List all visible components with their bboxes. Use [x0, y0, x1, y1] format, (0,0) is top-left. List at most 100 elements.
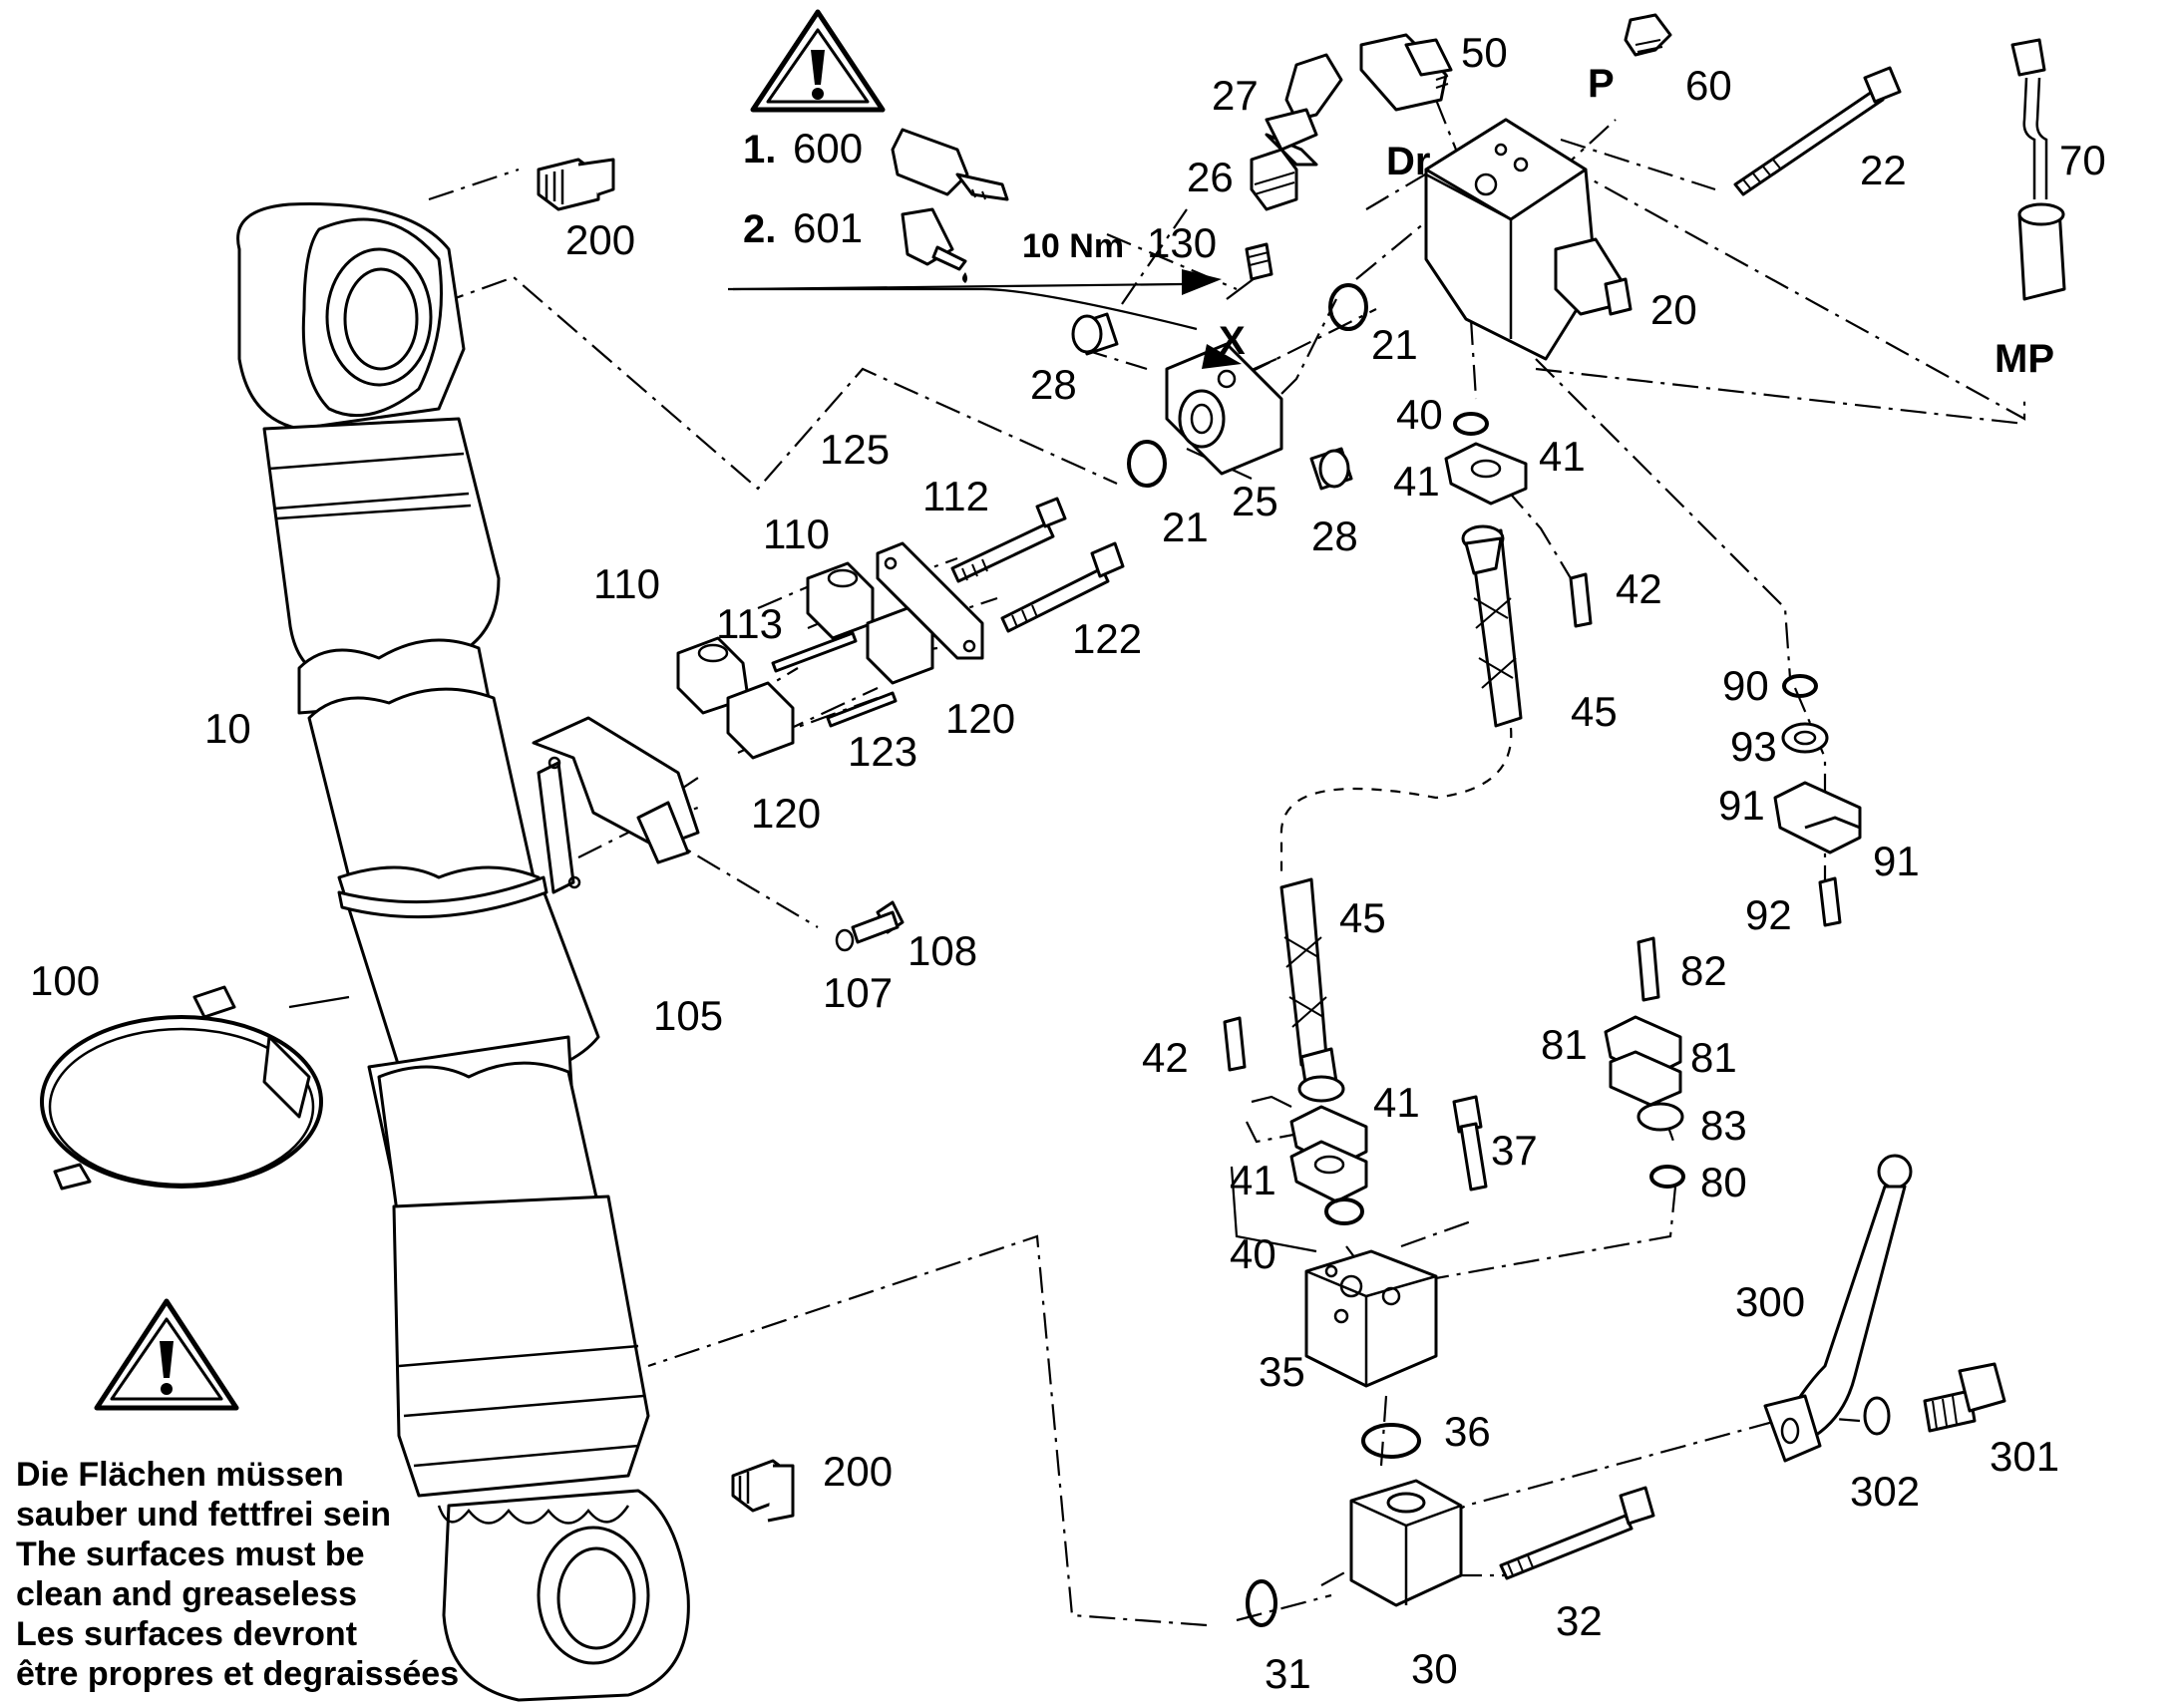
screw-37: [1452, 1095, 1488, 1192]
part-label: 81: [1541, 1021, 1588, 1068]
part-label: 105: [653, 992, 723, 1039]
step-1-part: 600: [793, 125, 863, 171]
torque-label: 10 Nm: [1022, 227, 1124, 265]
split-flange-41-lower: [1289, 1105, 1368, 1203]
screw-108-washer-107: [835, 900, 905, 952]
part-label: 80: [1700, 1159, 1747, 1205]
part-label: 302: [1850, 1468, 1920, 1515]
part-label: 92: [1745, 891, 1792, 938]
part-label: 35: [1259, 1348, 1305, 1395]
port-parts-90-93: [1773, 674, 1862, 927]
part-label: 91: [1873, 838, 1920, 884]
part-label: 200: [565, 216, 635, 263]
lever-300: [1763, 1154, 1913, 1463]
part-label: 10: [204, 705, 251, 752]
part-label: 112: [922, 473, 989, 519]
pins-113-123: [771, 631, 898, 728]
step-2-number: 2.: [743, 207, 776, 251]
part-label: 40: [1230, 1230, 1276, 1277]
step-2-part: 601: [793, 204, 863, 251]
glue-tube-icon: [891, 128, 1009, 201]
part-label: 125: [820, 426, 890, 473]
step-1-number: 1.: [743, 128, 776, 171]
warning-triangle-icon: [750, 9, 886, 113]
check-valve-50: [1359, 33, 1453, 112]
elbow-27: [1265, 53, 1343, 167]
bracket-105: [532, 716, 700, 894]
part-label: 70: [2059, 137, 2106, 183]
part-label: 42: [1142, 1034, 1189, 1081]
note-line-fr-2: être propres et degraissées: [16, 1655, 459, 1693]
part-label: 120: [945, 695, 1015, 742]
part-label: 26: [1187, 154, 1234, 200]
part-label: 20: [1650, 286, 1697, 333]
part-label: 93: [1730, 723, 1777, 770]
part-number-labels: 10 20 21 21 22 25 26 27 28 28 30 31 32 3…: [30, 29, 2106, 1697]
washer-302: [1863, 1396, 1891, 1436]
glue-bottle-icon: [901, 207, 967, 283]
note-line-fr-1: Les surfaces devront: [16, 1615, 357, 1653]
part-label: 108: [908, 927, 977, 974]
warning-top-text: 1. 600 2. 601 10 Nm: [743, 125, 1124, 265]
o-ring-31: [1246, 1579, 1277, 1627]
manifold-35: [1304, 1249, 1438, 1388]
part-label: 82: [1680, 947, 1727, 994]
part-label: 120: [751, 790, 821, 837]
bolt-22: [1733, 66, 1902, 196]
hose-45-lower: [1279, 877, 1345, 1103]
part-label: 40: [1396, 391, 1443, 438]
part-label: 21: [1162, 504, 1209, 550]
part-label: 110: [763, 511, 830, 557]
pressure-sensor-70: [2010, 38, 2066, 301]
part-label: 83: [1700, 1102, 1747, 1149]
plug-28: [1071, 312, 1353, 491]
adapter-26: [1250, 148, 1298, 211]
part-label: 91: [1718, 782, 1765, 829]
strap-clamp-100: [40, 985, 323, 1191]
part-label: 123: [848, 728, 917, 775]
o-ring-36: [1361, 1423, 1421, 1459]
bolt-301: [1923, 1362, 2006, 1433]
port-parts-80-83: [1604, 936, 1685, 1189]
part-label: 110: [593, 560, 660, 607]
port-x-label: X: [1219, 319, 1246, 363]
part-label: 130: [1147, 219, 1217, 266]
part-label: 37: [1491, 1127, 1538, 1174]
seal-rings-21: [1127, 283, 1368, 488]
note-line-de-1: Die Flächen müssen: [16, 1456, 344, 1494]
bolts-112-122: [950, 497, 1125, 633]
manifold-30: [1349, 1479, 1463, 1607]
fitting-200-top: [537, 158, 615, 211]
part-label: 42: [1616, 565, 1662, 612]
part-label: 50: [1461, 29, 1508, 76]
fitting-200-bottom: [731, 1459, 795, 1523]
part-label: 41: [1373, 1079, 1420, 1126]
clamp-blocks-110: [676, 561, 934, 760]
part-label: 32: [1556, 1597, 1603, 1644]
note-line-de-2: sauber und fettfrei sein: [16, 1496, 391, 1534]
part-label: 31: [1265, 1650, 1311, 1697]
note-line-en-2: clean and greaseless: [16, 1575, 357, 1613]
part-label: 27: [1212, 72, 1259, 119]
part-label: 22: [1860, 147, 1907, 193]
part-label: 30: [1411, 1645, 1458, 1692]
part-label: 60: [1685, 62, 1732, 109]
hydraulic-cylinder: [236, 202, 690, 1702]
part-label: 100: [30, 957, 100, 1004]
fitting-60: [1624, 13, 1672, 57]
bracket-125: [876, 541, 984, 660]
part-label: 28: [1311, 512, 1358, 559]
split-flange-41-upper: [1444, 442, 1528, 506]
part-label: 113: [716, 600, 783, 647]
screws-42: [1223, 572, 1593, 1072]
hose-45-upper: [1461, 524, 1523, 728]
port-dr-label: Dr: [1386, 140, 1430, 183]
part-label: 25: [1232, 478, 1278, 524]
fitting-130: [1245, 242, 1273, 281]
surface-note: Die Flächen müssen sauber und fettfrei s…: [16, 1456, 459, 1693]
part-label: 45: [1571, 688, 1618, 735]
part-label: 300: [1735, 1278, 1805, 1325]
part-label: 90: [1722, 662, 1769, 709]
part-label: 28: [1030, 361, 1077, 408]
